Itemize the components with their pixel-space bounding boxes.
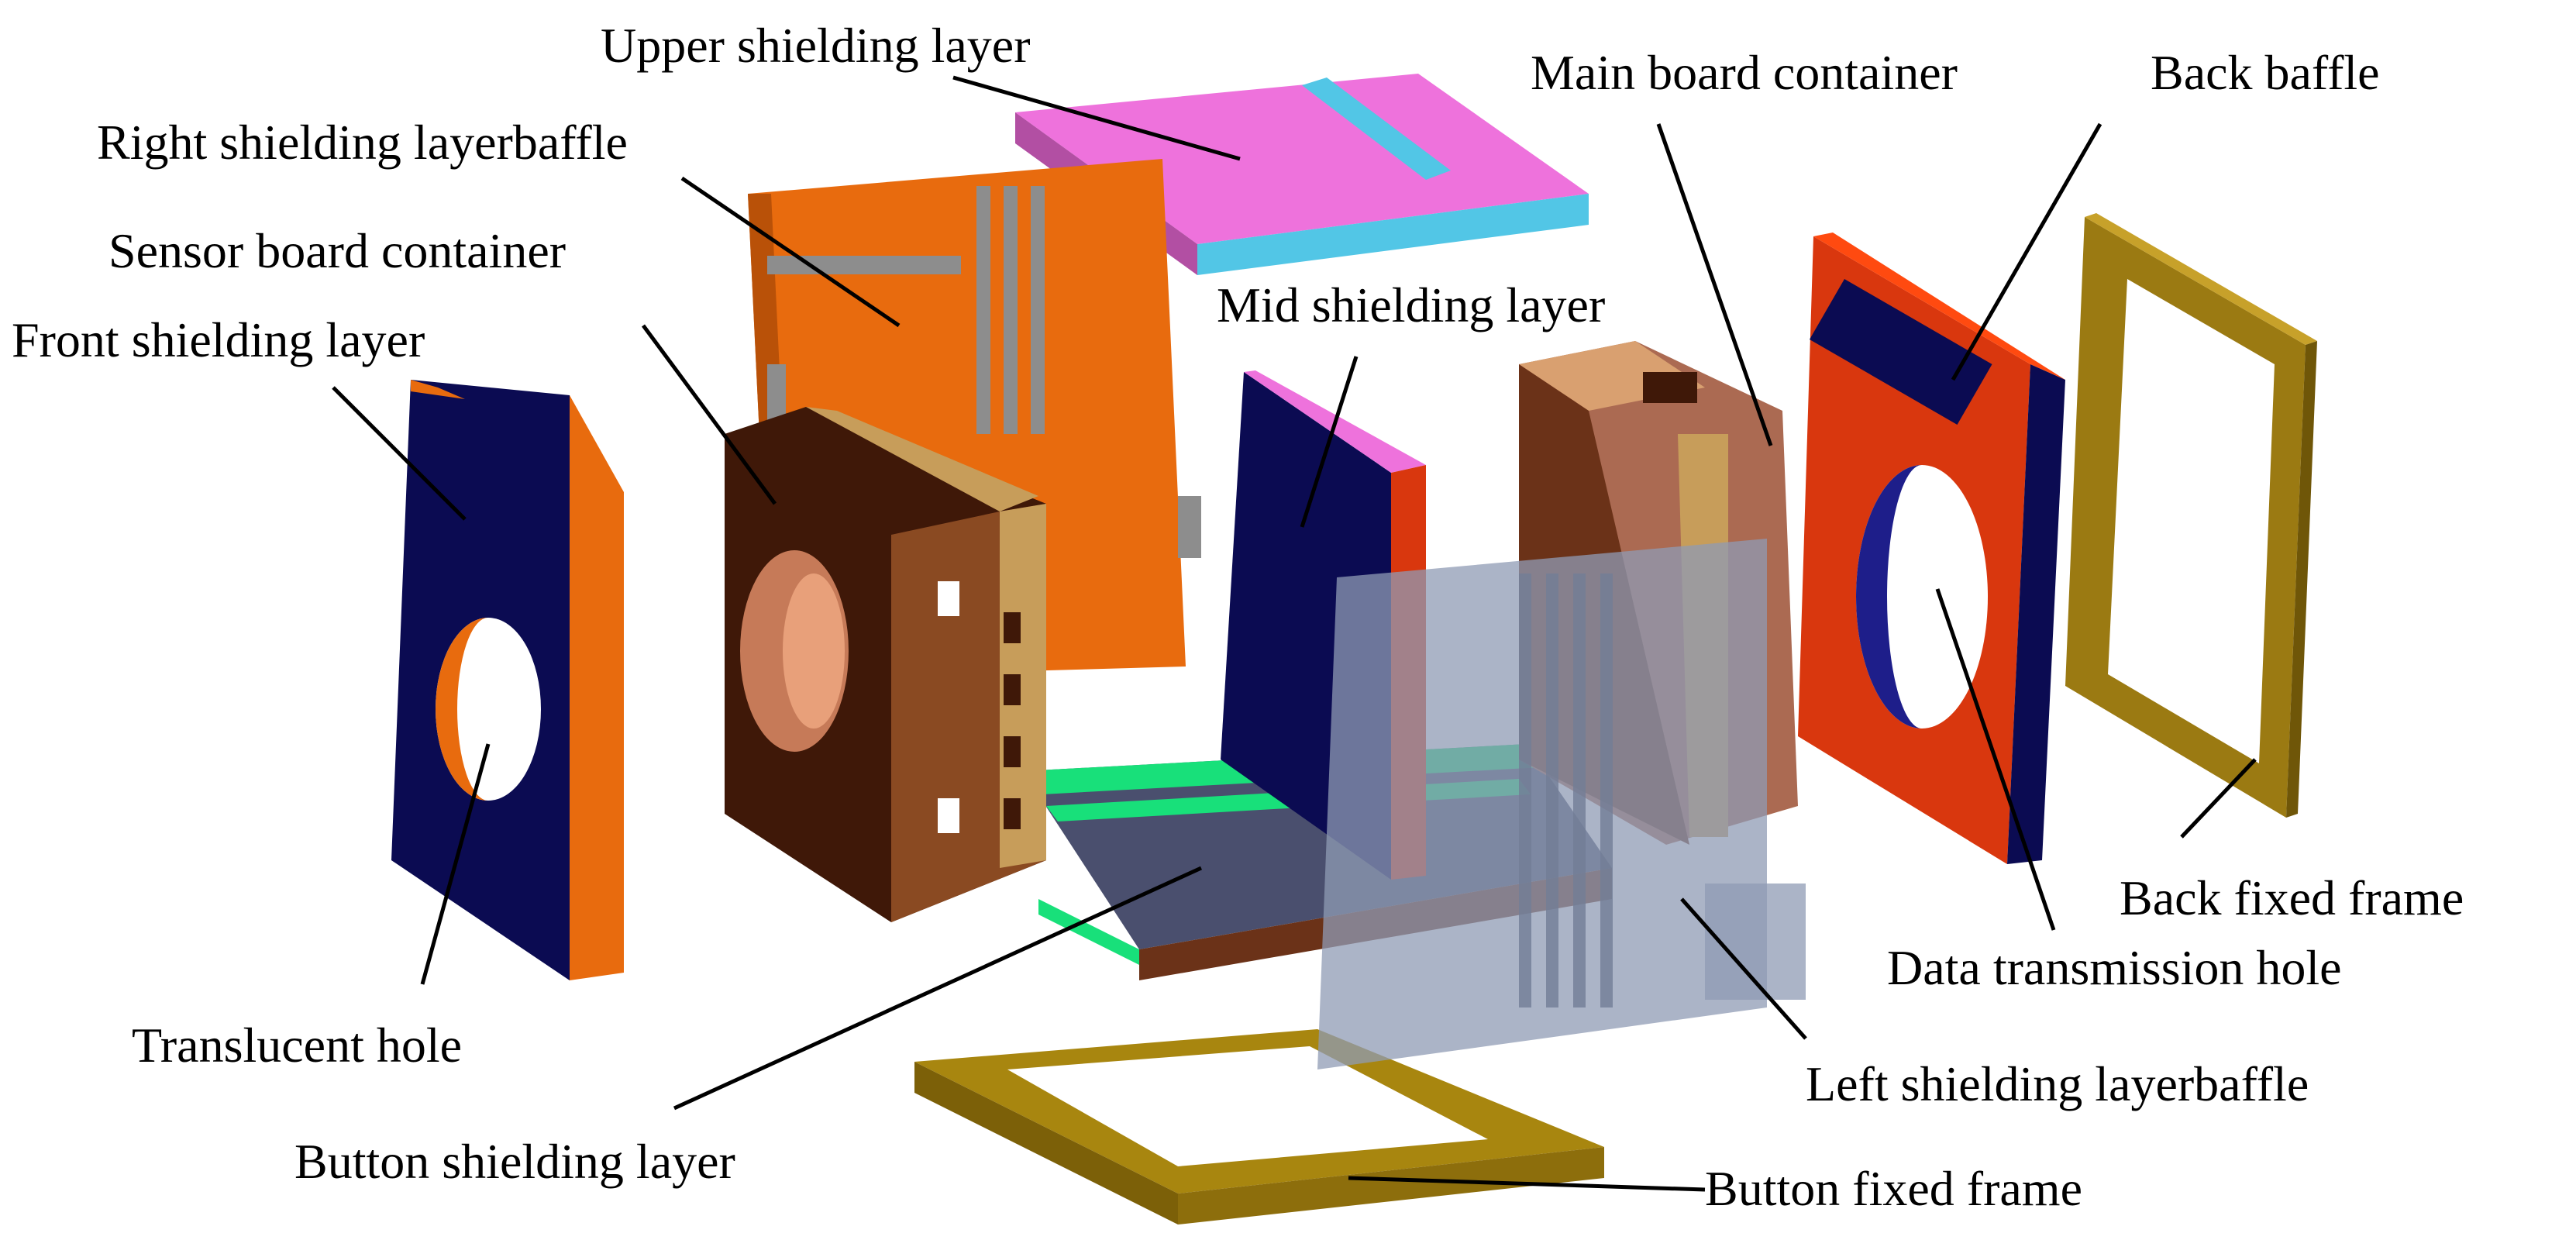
leader-data-transmission-hole	[1935, 588, 2056, 931]
label-sensor-board-container: Sensor board container	[108, 223, 566, 278]
back-baffle-part	[1798, 232, 2065, 864]
leader-main-board-container	[1656, 123, 1773, 446]
label-data-transmission-hole: Data transmission hole	[1887, 940, 2342, 995]
leader-button-fixed-frame	[1348, 1176, 1706, 1192]
sensor-board-container-part	[725, 407, 1046, 922]
leader-left-shielding-layerbaffle	[1680, 897, 1807, 1040]
label-left-shielding-layerbaffle: Left shielding layerbaffle	[1806, 1056, 2309, 1111]
label-main-board-container: Main board container	[1531, 45, 1958, 100]
label-mid-shielding-layer: Mid shielding layer	[1217, 277, 1605, 332]
leader-translucent-hole	[420, 743, 491, 985]
leader-right-shielding-layerbaffle	[680, 176, 901, 328]
label-back-fixed-frame: Back fixed frame	[2120, 870, 2464, 925]
label-upper-shielding-layer: Upper shielding layer	[601, 18, 1031, 73]
label-front-shielding-layer: Front shielding layer	[12, 312, 425, 367]
front-shielding-layer-part	[391, 380, 624, 980]
label-button-fixed-frame: Button fixed frame	[1705, 1161, 2082, 1216]
button-fixed-frame-part	[914, 1029, 1604, 1224]
leader-button-shielding-layer	[673, 866, 1203, 1111]
label-button-shielding-layer: Button shielding layer	[294, 1134, 735, 1189]
leader-back-fixed-frame	[2180, 758, 2257, 839]
leader-sensor-board-container	[641, 324, 777, 505]
left-shielding-layerbaffle-part	[1317, 539, 1806, 1070]
leader-mid-shielding-layer	[1300, 356, 1359, 528]
label-right-shielding-layerbaffle: Right shielding layerbaffle	[97, 115, 628, 170]
leader-back-baffle	[1951, 122, 2102, 381]
label-back-baffle: Back baffle	[2151, 45, 2380, 100]
leader-front-shielding-layer	[332, 386, 467, 521]
back-fixed-frame-part	[2065, 213, 2317, 818]
label-translucent-hole: Translucent hole	[132, 1018, 462, 1073]
leader-upper-shielding-layer	[952, 75, 1241, 161]
